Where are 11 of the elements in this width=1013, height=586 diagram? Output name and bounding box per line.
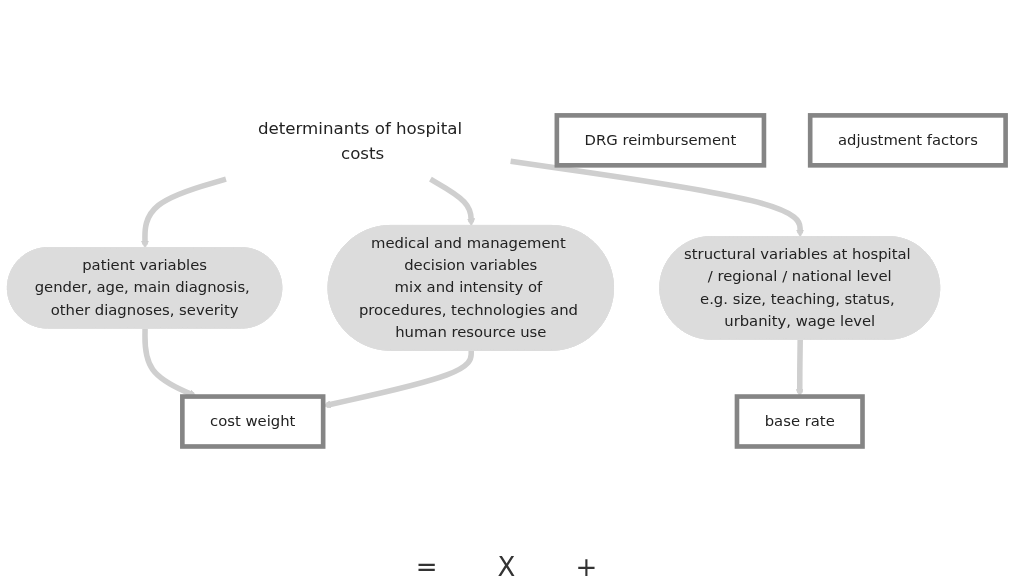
operator-symbol: + (575, 552, 598, 582)
node-box: adjustment factors (807, 113, 1008, 168)
node-box: base rate (734, 394, 865, 449)
node-box: DRG reimbursement (554, 113, 767, 168)
arrow (429, 176, 476, 227)
node-box: cost weight (180, 394, 326, 449)
arrow (140, 176, 227, 249)
operator-symbol: = (415, 552, 438, 582)
node-text: determinants of hospital costs (257, 118, 463, 163)
arrow (510, 158, 805, 238)
operator-symbol: X (497, 552, 516, 582)
